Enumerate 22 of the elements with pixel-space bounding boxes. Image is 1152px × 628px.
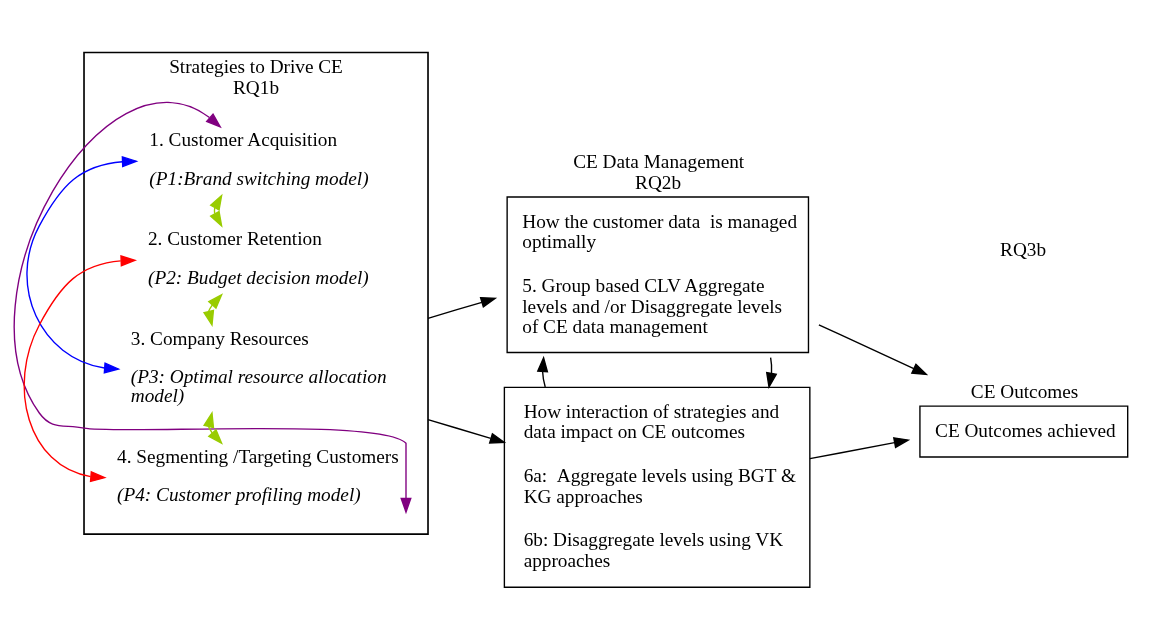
node-label: RQ2b [635, 171, 682, 193]
node-text: 1. Customer Acquisition (P1:Brand switching model) [149, 128, 369, 189]
arrow [427, 418, 507, 444]
arrow [202, 410, 223, 445]
arrow [818, 323, 929, 375]
arrow [14, 102, 412, 514]
arrow [23, 254, 137, 482]
arrow [202, 292, 223, 327]
node-text: 2. Customer Retention (P2: Budget decision model) [148, 227, 369, 288]
node-box: How the customer data is managed optimally 5. Group based CLV Aggregate levels and /or Disaggregate levels of CE data management [506, 195, 810, 353]
node-label: CE Outcomes [970, 380, 1079, 402]
arrow [26, 155, 139, 374]
label: RQ3b [1000, 238, 1047, 260]
node-text: 3. Company Resources (P3: Optimal resource allocation model) [130, 327, 387, 406]
node-text: 4. Segmenting /Targeting Customers (P4: Customer profiling model) [117, 445, 399, 505]
node-box: How interaction of strategies and data impact on CE outcomes 6a: Aggregate levels using BGT & KG approaches 6b: Disaggregate levels using VK approaches [503, 386, 811, 588]
arrow [209, 193, 223, 228]
arrow [427, 296, 498, 319]
node-box: CE Outcomes achieved [919, 404, 1129, 458]
arrow [536, 355, 549, 388]
node-label: CE Data Management [573, 150, 745, 172]
arrow [809, 436, 911, 459]
